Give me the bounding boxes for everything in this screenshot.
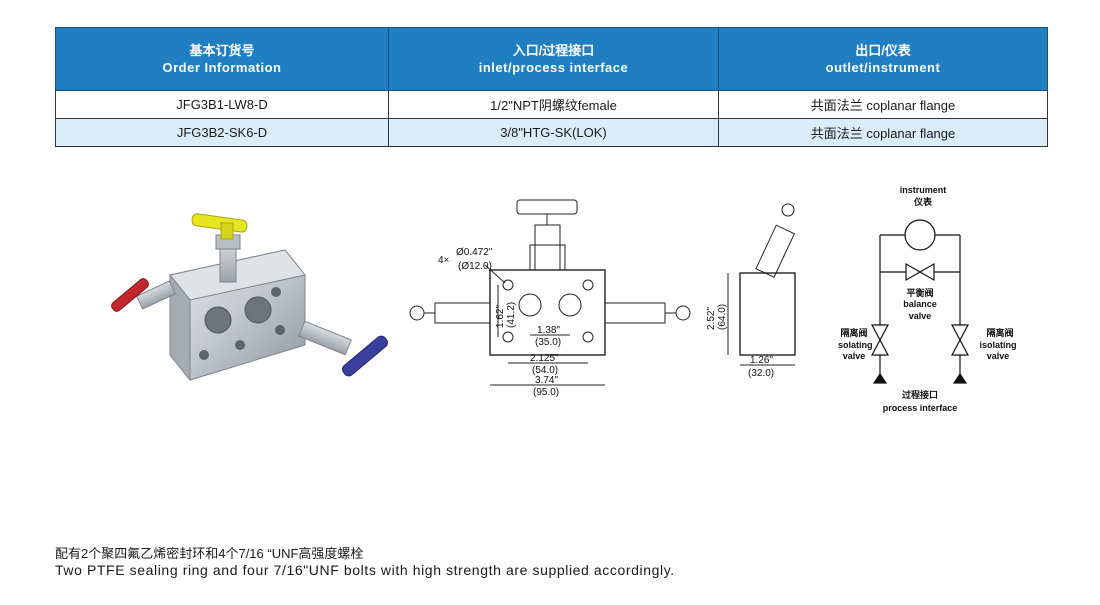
dim-374-in: 3.74" [535, 375, 558, 386]
header-inlet: 入口/过程接口 inlet/process interface [388, 27, 719, 91]
bolt-hole [199, 350, 209, 360]
dim-252-in: 2.52" [706, 307, 717, 330]
dim-126-mm: (32.0) [748, 368, 774, 379]
iso-right-en2: valve [987, 351, 1010, 361]
header-order-info: 基本订货号 Order Information [55, 27, 389, 91]
balance-label-zh: 平衡阀 [906, 287, 933, 298]
left-valve-body [136, 280, 176, 310]
balance-valve-icon [905, 262, 922, 282]
instrument-label-en: instrument [900, 185, 947, 195]
yellow-handle-icon [191, 213, 248, 233]
front-left-knob [409, 305, 425, 321]
right-valve-body [298, 320, 352, 356]
port-circle [558, 293, 582, 317]
table-row: JFG3B2-SK6-D 3/8"HTG-SK(LOK) 共面法兰 coplan… [55, 118, 1048, 147]
dim-374-mm: (95.0) [533, 387, 559, 398]
side-view-stem [755, 224, 796, 278]
isolating-valve-left-icon [871, 324, 889, 342]
footnote: 配有2个聚四氟乙烯密封环和4个7/16 “UNF高强度螺栓 Two PTFE s… [55, 545, 675, 579]
cell-outlet: 共面法兰 coplanar flange [718, 90, 1048, 119]
bolt-hole [275, 325, 285, 335]
process-arrow-right-icon [952, 372, 968, 384]
dim-252-mm: (64.0) [717, 304, 728, 330]
iso-left-en2: valve [843, 351, 866, 361]
front-left-valve [434, 302, 491, 324]
port-hole [204, 306, 232, 334]
dim-138-mm: (35.0) [535, 337, 561, 348]
product-photo [111, 213, 388, 382]
process-arrow-left-icon [872, 372, 888, 384]
iso-left-en1: isolating [838, 340, 873, 350]
iso-left-zh: 隔离阀 [840, 327, 867, 338]
process-label-zh: 过程接口 [902, 389, 938, 400]
order-table: 基本订货号 Order Information 入口/过程接口 inlet/pr… [55, 27, 1048, 147]
side-view-body [739, 272, 796, 356]
bolt-hole [235, 340, 245, 350]
front-view-handle [516, 199, 578, 215]
table-row: JFG3B1-LW8-D 1/2"NPT阴螺纹female 共面法兰 copla… [55, 90, 1048, 119]
process-label-en: process interface [883, 403, 958, 413]
dim-162-in: 1.62" [495, 305, 506, 328]
instrument-label-zh: 仪表 [913, 196, 933, 207]
front-view-stem [534, 224, 561, 271]
dim-126-in: 1.26" [750, 355, 773, 366]
hole-note-prefix: 4× [438, 255, 450, 266]
cell-outlet: 共面法兰 coplanar flange [718, 118, 1048, 147]
balance-label-en2: valve [909, 311, 932, 321]
dim-138-in: 1.38" [537, 325, 560, 336]
footnote-en: Two PTFE sealing ring and four 7/16"UNF … [55, 562, 675, 578]
dim-2125-mm: (54.0) [532, 365, 558, 376]
balance-label-en1: balance [903, 299, 937, 309]
isolating-valve-right-icon [951, 324, 969, 342]
iso-right-zh: 隔离阀 [986, 327, 1013, 338]
manifold-side [169, 273, 191, 382]
side-view-knob [781, 203, 795, 217]
cell-order-no: JFG3B2-SK6-D [55, 118, 389, 147]
balance-valve-icon [918, 262, 935, 282]
hole-dia-in: Ø0.472" [456, 247, 493, 258]
leader-line [484, 264, 506, 284]
header-outlet: 出口/仪表 outlet/instrument [718, 27, 1048, 91]
front-right-knob [675, 305, 691, 321]
yellow-handle-stem [220, 222, 234, 240]
red-handle-icon [111, 278, 149, 312]
footnote-zh: 配有2个聚四氟乙烯密封环和4个7/16 “UNF高强度螺栓 [55, 546, 364, 561]
iso-right-en1: isolating [979, 340, 1016, 350]
cell-order-no: JFG3B1-LW8-D [55, 90, 389, 119]
cell-inlet: 3/8"HTG-SK(LOK) [388, 118, 719, 147]
bolt-hole [271, 287, 281, 297]
dim-2125-in: 2.125" [530, 353, 559, 364]
cell-inlet: 1/2"NPT阴螺纹female [388, 90, 719, 119]
blue-handle-icon [342, 335, 388, 377]
isolating-valve-right-icon [951, 338, 969, 356]
port-circle [518, 293, 542, 317]
valve-schematic: instrument 仪表 平衡阀 balance valve 隔离阀 isol… [838, 185, 1017, 413]
isolating-valve-left-icon [871, 338, 889, 356]
front-right-valve [604, 302, 666, 324]
dimension-drawing: 4× Ø0.472" (Ø12.0) 1.62" (41.2) 1.38" (3… [409, 199, 796, 398]
bolt-circle [502, 279, 514, 291]
table-header-row: 基本订货号 Order Information 入口/过程接口 inlet/pr… [55, 27, 1048, 91]
port-hole [244, 296, 272, 324]
instrument-symbol [904, 219, 936, 251]
bolt-circle [582, 331, 594, 343]
dim-162-mm: (41.2) [506, 302, 517, 328]
hole-dia-mm: (Ø12.0) [458, 261, 492, 272]
bolt-circle [582, 279, 594, 291]
front-view-bonnet [529, 244, 566, 271]
bolt-circle [502, 331, 514, 343]
